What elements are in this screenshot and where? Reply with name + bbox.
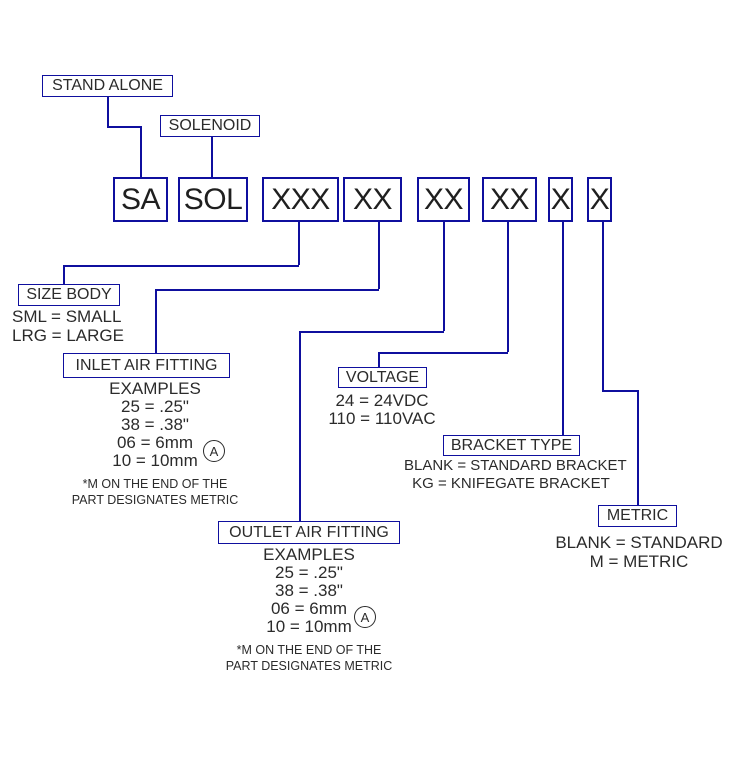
size-body-option: LRG = LARGE [12, 326, 124, 345]
part-box-sol: SOL [178, 177, 248, 222]
stand-alone-label-box: STAND ALONE [42, 75, 173, 97]
outlet-metric-note: PART DESIGNATES METRIC [225, 659, 393, 673]
leader-line-outlet [299, 331, 301, 522]
leader-line-stand-alone [107, 126, 141, 128]
leader-line-voltage [378, 352, 508, 354]
leader-line-inlet [155, 289, 379, 291]
leader-line-metric [637, 390, 639, 505]
part-box-xxx: XXX [262, 177, 339, 222]
inlet-examples: EXAMPLES 25 = .25" 38 = .38" 06 = 6mm 10… [66, 380, 244, 508]
solenoid-label-box: SOLENOID [160, 115, 260, 137]
voltage-option: 24 = 24VDC [335, 391, 429, 410]
bracket-type-option: KG = KNIFEGATE BRACKET [412, 474, 610, 492]
size-body-option: SML = SMALL [12, 307, 122, 326]
leader-line-size-body [298, 222, 300, 265]
leader-line-size-body [63, 265, 299, 267]
outlet-example: 10 = 10mm [266, 617, 352, 636]
outlet-examples: EXAMPLES 25 = .25" 38 = .38" 06 = 6mm 10… [211, 546, 407, 674]
bracket-type-options: BLANK = STANDARD BRACKET KG = KNIFEGATE … [404, 457, 627, 492]
outlet-example: 25 = .25" [275, 563, 343, 582]
metric-option: BLANK = STANDARD [555, 533, 723, 552]
voltage-option: 110 = 110VAC [328, 409, 436, 428]
part-box-x-1: X [548, 177, 573, 222]
inlet-example: 38 = .38" [121, 415, 189, 434]
leader-line-metric [602, 222, 604, 390]
leader-line-stand-alone [107, 97, 109, 126]
size-body-label-box: SIZE BODY [18, 284, 120, 306]
leader-line-bracket [562, 222, 564, 435]
leader-line-voltage [378, 352, 380, 367]
metric-label-box: METRIC [598, 505, 677, 527]
leader-line-stand-alone [140, 126, 142, 177]
examples-heading: EXAMPLES [109, 379, 201, 398]
part-box-xx-1: XX [343, 177, 402, 222]
leader-line-solenoid [211, 137, 213, 177]
leader-line-metric [602, 390, 638, 392]
examples-heading: EXAMPLES [263, 545, 355, 564]
outlet-example: 38 = .38" [275, 581, 343, 600]
size-body-options: SML = SMALL LRG = LARGE [12, 307, 124, 345]
inlet-example: 25 = .25" [121, 397, 189, 416]
voltage-label-box: VOLTAGE [338, 367, 427, 388]
bracket-type-label-box: BRACKET TYPE [443, 435, 580, 456]
inlet-metric-note: PART DESIGNATES METRIC [71, 493, 239, 507]
outlet-air-fitting-label-box: OUTLET AIR FITTING [218, 521, 400, 544]
inlet-air-fitting-label-box: INLET AIR FITTING [63, 353, 230, 378]
voltage-options: 24 = 24VDC 110 = 110VAC [322, 392, 442, 428]
part-box-xx-2: XX [417, 177, 470, 222]
metric-option: M = METRIC [589, 552, 689, 571]
inlet-example: 06 = 6mm [116, 433, 194, 452]
circled-a-badge: A [354, 606, 376, 628]
bracket-type-option: BLANK = STANDARD BRACKET [404, 457, 627, 474]
leader-line-inlet [155, 289, 157, 353]
inlet-example: 10 = 10mm [112, 451, 198, 470]
part-box-sa: SA [113, 177, 168, 222]
part-box-x-2: X [587, 177, 612, 222]
metric-options: BLANK = STANDARD M = METRIC [549, 533, 729, 571]
part-box-xx-3: XX [482, 177, 537, 222]
inlet-metric-note: *M ON THE END OF THE [82, 477, 228, 491]
outlet-metric-note: *M ON THE END OF THE [236, 643, 382, 657]
leader-line-outlet [299, 331, 444, 333]
circled-a-badge: A [203, 440, 225, 462]
leader-line-voltage [507, 222, 509, 352]
leader-line-inlet [378, 222, 380, 289]
leader-line-outlet [443, 222, 445, 331]
outlet-example: 06 = 6mm [270, 599, 348, 618]
leader-line-size-body [63, 265, 65, 284]
